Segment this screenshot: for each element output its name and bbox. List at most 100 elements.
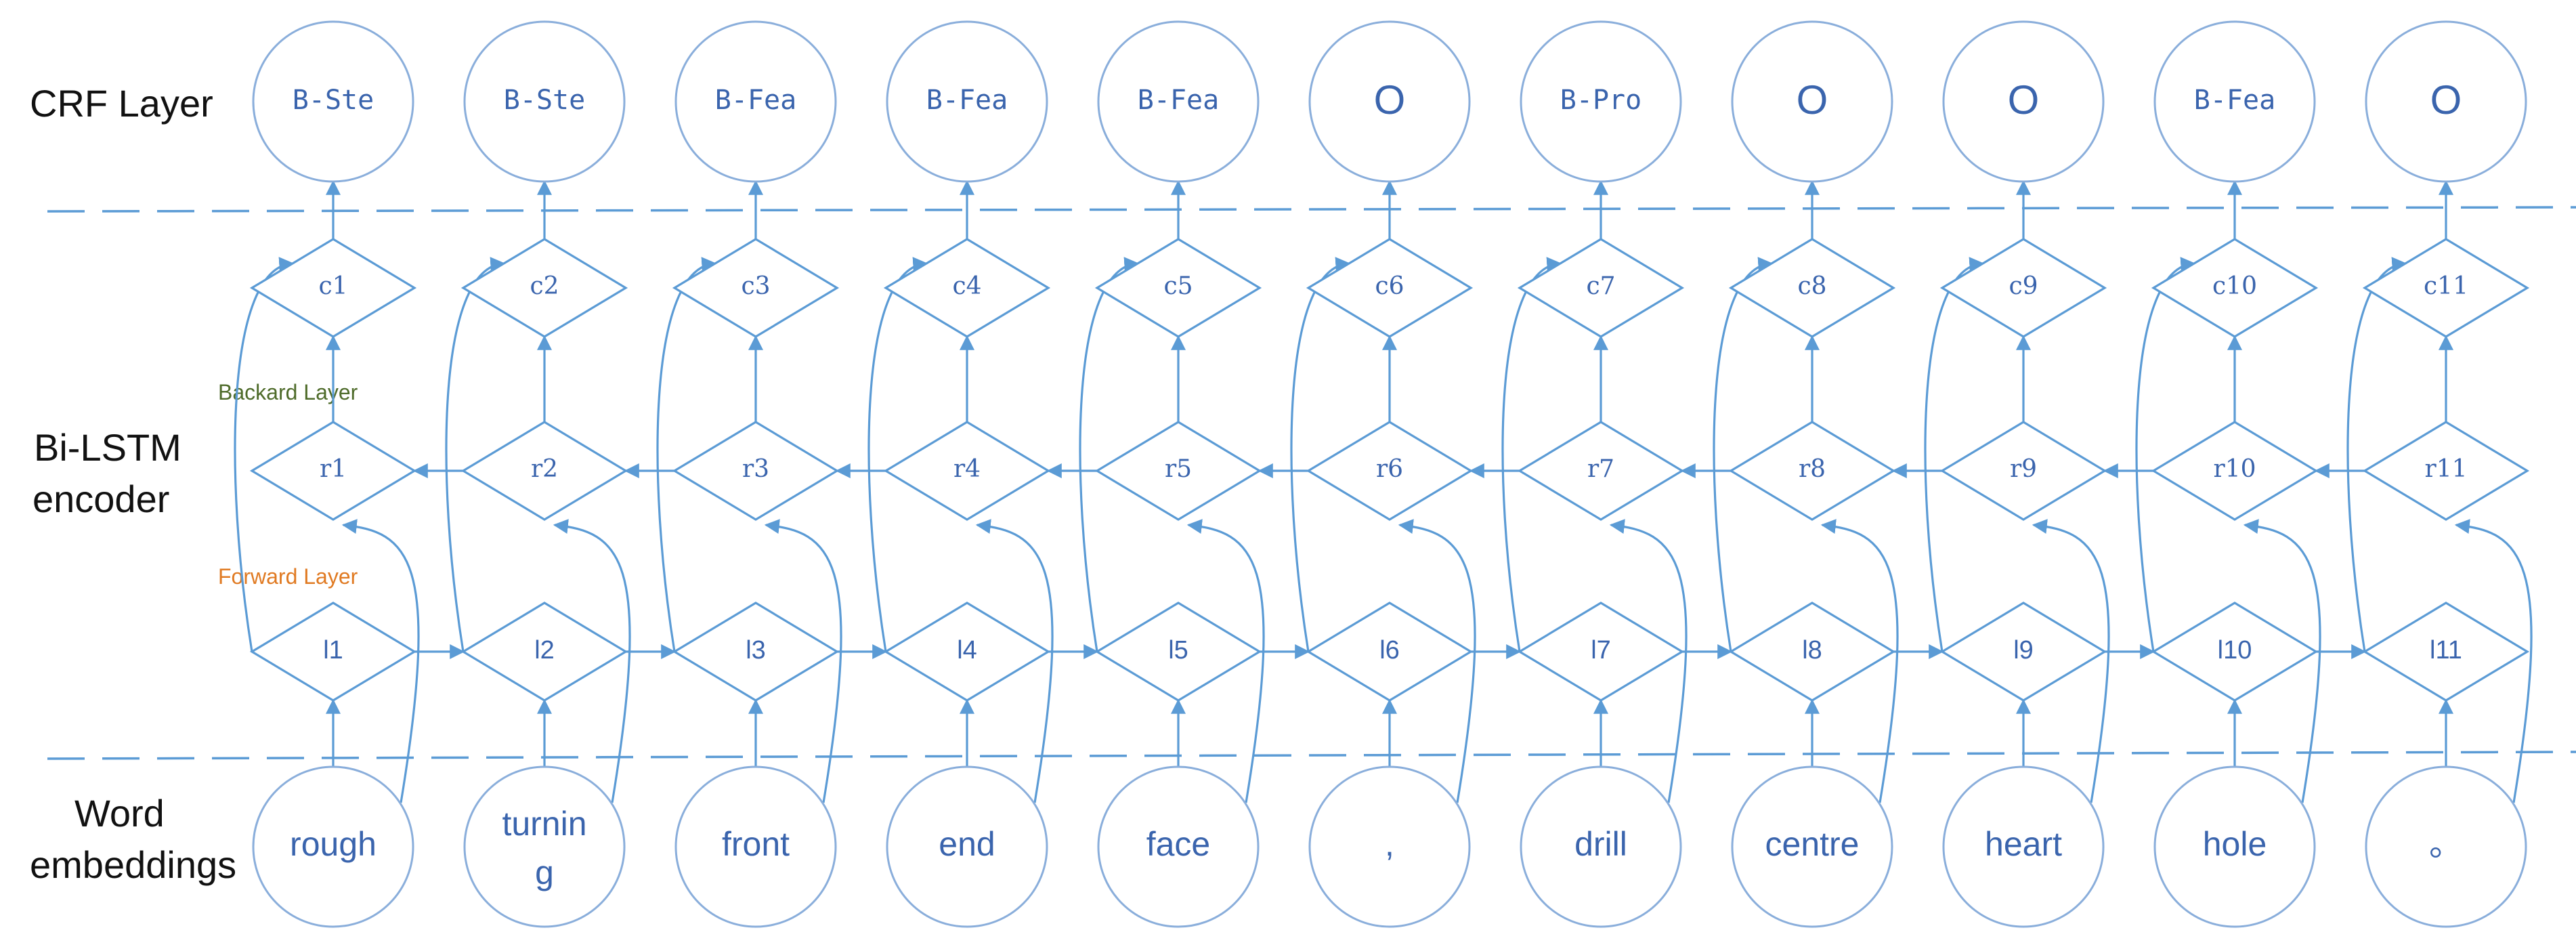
crf-node (674, 20, 837, 183)
r-node-label: r3 (742, 455, 769, 483)
crf-tag-label: B-Pro (1560, 85, 1641, 116)
row-label-embeddings: embeddings (30, 843, 236, 886)
c-node-label: c2 (530, 272, 559, 300)
c-node (1728, 238, 1896, 338)
r-node (672, 421, 840, 521)
l-node (672, 602, 840, 702)
word-node (1520, 765, 1682, 928)
crf-tag-label: O (1797, 77, 1828, 123)
crf-node (1942, 20, 2105, 183)
embedding-to-r-curve (2454, 519, 2533, 803)
l-node-label: l8 (1802, 636, 1822, 665)
forward-layer-label: Forward Layer (218, 564, 358, 589)
row-label-bilstm: Bi-LSTM (34, 426, 181, 469)
r-node (1939, 421, 2107, 521)
r-node (1306, 421, 1474, 521)
c-node-label: c6 (1375, 272, 1404, 300)
word-label: heart (1985, 825, 2062, 863)
row-label-encoder: encoder (33, 478, 169, 520)
r-node-label: r4 (953, 455, 981, 483)
c-node (1517, 238, 1685, 338)
c-node-label: c3 (741, 272, 770, 300)
word-label: front (722, 825, 790, 863)
c-node (883, 238, 1051, 338)
c-node-label: c1 (318, 272, 347, 300)
l-node-label: l2 (534, 636, 555, 665)
l-node-label: l6 (1379, 636, 1400, 665)
nodes: B-Stec1r1l1roughB-Stec2r2l2turningB-Feac… (249, 20, 2530, 928)
word-node (463, 765, 626, 928)
crf-tag-label: O (2430, 77, 2462, 123)
l-node-label: l3 (746, 636, 766, 665)
c-node-label: c11 (2424, 272, 2468, 300)
c-node-label: c5 (1163, 272, 1193, 300)
word-node (2153, 765, 2316, 928)
r-node-label: r5 (1165, 455, 1192, 483)
word-label: end (939, 825, 995, 863)
embedding-to-r-curve (764, 519, 842, 803)
word-label: , (1385, 825, 1394, 863)
crf-node (1520, 20, 1682, 183)
r-node (460, 421, 628, 521)
word-label: turnin (502, 805, 586, 843)
c-node-label: c10 (2212, 272, 2257, 300)
word-label: centre (1765, 825, 1860, 863)
r-node (2151, 421, 2319, 521)
crf-node (2153, 20, 2316, 183)
l-node (460, 602, 628, 702)
crf-node (252, 20, 414, 183)
backward-layer-label: Backard Layer (218, 380, 358, 404)
crf-node (1308, 20, 1471, 183)
c-node (2362, 238, 2530, 338)
embedding-to-r-curve (2032, 519, 2110, 803)
c-node (2151, 238, 2319, 338)
r-node-label: r2 (531, 455, 558, 483)
word-label: drill (1574, 825, 1627, 863)
r-node (1517, 421, 1685, 521)
l-node-label: l11 (2430, 636, 2462, 665)
c-node (249, 238, 417, 338)
r-node-label: r7 (1587, 455, 1614, 483)
l-node (1939, 602, 2107, 702)
crf-node (1731, 20, 1893, 183)
word-label: rough (290, 825, 377, 863)
l-node-label: l1 (323, 636, 343, 665)
word-label: g (535, 854, 554, 891)
l-node-label: l10 (2218, 636, 2252, 665)
c-node (1939, 238, 2107, 338)
c-node (460, 238, 628, 338)
crf-tag-label: O (2008, 77, 2040, 123)
word-node (1308, 765, 1471, 928)
word-label: face (1146, 825, 1211, 863)
word-node (1942, 765, 2105, 928)
crf-tag-label: O (1374, 77, 1406, 123)
l-node (1517, 602, 1685, 702)
l-node (2362, 602, 2530, 702)
embedding-to-r-curve (341, 519, 420, 803)
c-node (672, 238, 840, 338)
word-node (1731, 765, 1893, 928)
embedding-to-r-curve (1186, 519, 1265, 803)
r-node (1728, 421, 1896, 521)
l-node-label: l5 (1168, 636, 1188, 665)
crf-tag-label: B-Fea (2194, 85, 2275, 116)
r-node (1094, 421, 1262, 521)
word-node (252, 765, 414, 928)
c-node (1306, 238, 1474, 338)
r-node-label: r6 (1376, 455, 1403, 483)
l-node (1728, 602, 1896, 702)
embedding-to-r-curve (975, 519, 1054, 803)
separator-top (47, 206, 2576, 213)
r-node-label: r1 (320, 455, 347, 483)
word-node (2365, 765, 2527, 928)
crf-node (2365, 20, 2527, 183)
crf-node (886, 20, 1048, 183)
crf-tag-label: B-Fea (715, 85, 796, 116)
r-node (2362, 421, 2530, 521)
c-node (1094, 238, 1262, 338)
c-node-label: c9 (2009, 272, 2038, 300)
word-label: hole (2203, 825, 2267, 863)
l-node (2151, 602, 2319, 702)
embedding-to-r-curve (1609, 519, 1688, 803)
l-node-label: l4 (957, 636, 977, 665)
